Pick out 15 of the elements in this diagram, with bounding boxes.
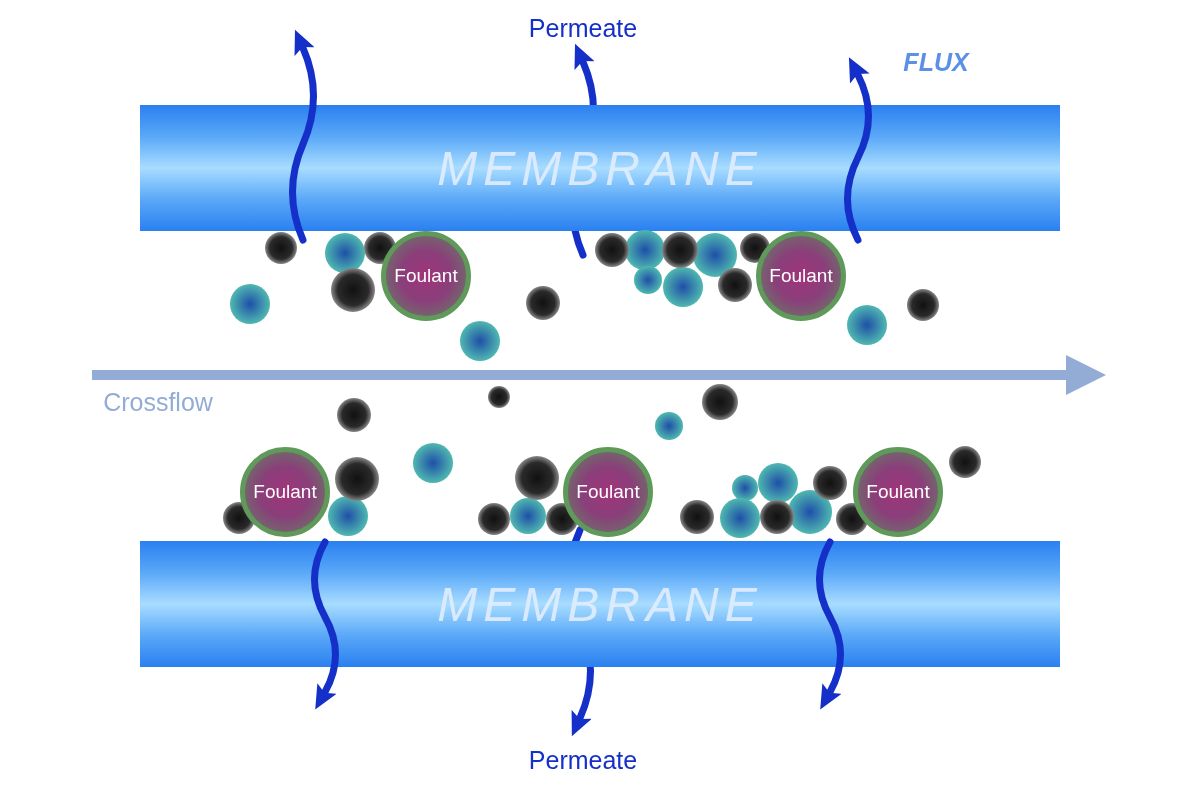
foulant-circle <box>756 231 846 321</box>
membrane-band <box>140 105 1060 231</box>
foulant-label: Foulant <box>866 481 930 503</box>
foulant-label: Foulant <box>576 481 640 503</box>
foulant-label: Foulant <box>769 265 833 287</box>
membrane-band <box>140 541 1060 667</box>
membrane-label: MEMBRANE <box>437 576 763 632</box>
flux-label: FLUX <box>903 47 969 77</box>
flow-label: Permeate <box>528 13 638 43</box>
flow-label: Crossflow <box>103 387 213 417</box>
membrane-label: MEMBRANE <box>437 140 763 196</box>
foulant-label: Foulant <box>394 265 458 287</box>
foulant-label: Foulant <box>253 481 317 503</box>
flow-label: Permeate <box>528 745 638 775</box>
foulant-circle <box>240 447 330 537</box>
